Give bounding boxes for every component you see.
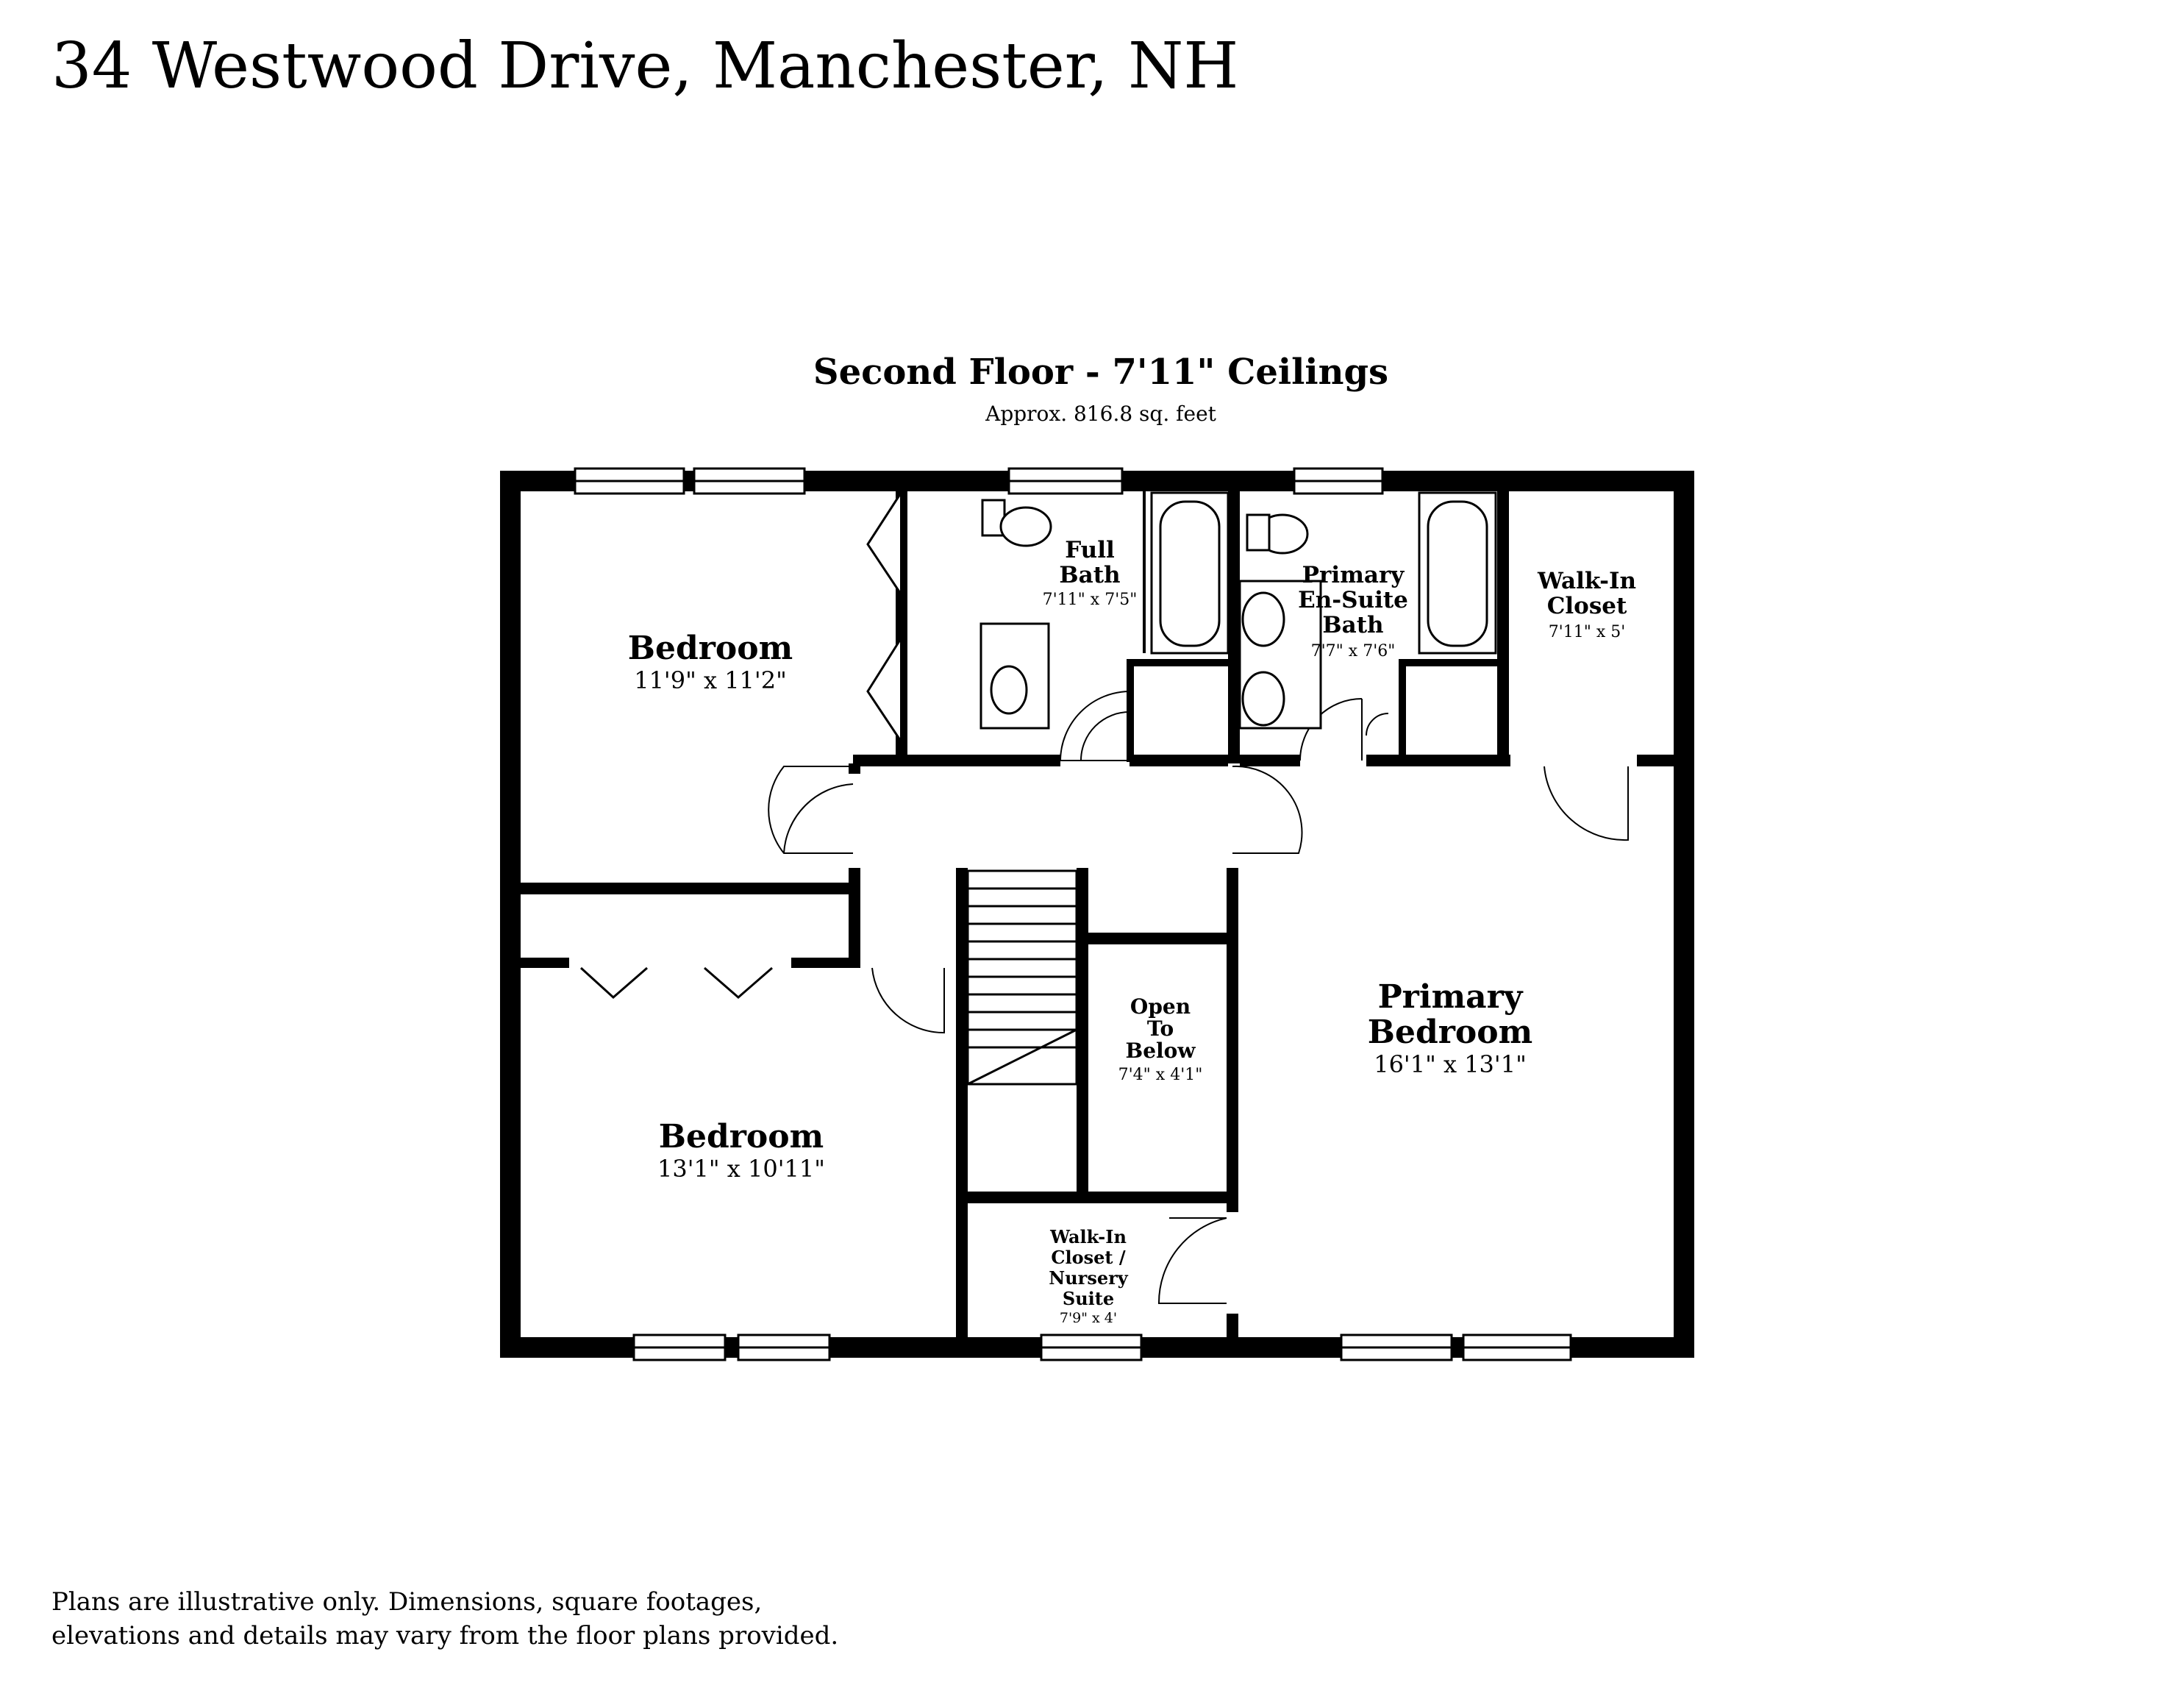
doors	[768, 690, 1629, 1304]
room-ensuite-dims: 7'7" x 7'6"	[1311, 642, 1396, 660]
room-nursery-name-1: Walk-In	[1049, 1226, 1127, 1247]
room-ensuite-name-1: Primary	[1302, 562, 1405, 588]
room-primary-bedroom-dims: 16'1" x 13'1"	[1374, 1050, 1527, 1078]
bifold-doors	[579, 494, 902, 1000]
room-full-bath-name-2: Bath	[1059, 562, 1120, 588]
room-open-below-name-3: Below	[1126, 1039, 1196, 1063]
staircase	[966, 869, 1078, 1086]
room-full-bath-dims: 7'11" x 7'5"	[1043, 591, 1138, 609]
room-ensuite-name-2: En-Suite	[1298, 587, 1408, 613]
room-full-bath-name-1: Full	[1065, 537, 1115, 563]
disclaimer: Plans are illustrative only. Dimensions,…	[51, 1585, 934, 1653]
room-walkin-dims: 7'11" x 5'	[1549, 623, 1626, 641]
disclaimer-line-1: Plans are illustrative only. Dimensions,…	[51, 1587, 763, 1617]
disclaimer-line-2: elevations and details may vary from the…	[51, 1621, 839, 1650]
room-walkin-name-1: Walk-In	[1537, 568, 1636, 594]
room-ensuite-name-3: Bath	[1322, 612, 1383, 638]
floor-area: Approx. 816.8 sq. feet	[985, 402, 1216, 426]
room-primary-bedroom-name-1: Primary	[1378, 978, 1524, 1016]
room-walkin-name-2: Closet	[1547, 593, 1627, 619]
room-open-below-dims: 7'4" x 4'1"	[1118, 1066, 1203, 1084]
floor-title: Second Floor - 7'11" Ceilings	[813, 352, 1389, 393]
room-open-below-name-1: Open	[1130, 994, 1191, 1019]
fixtures	[979, 491, 1497, 730]
room-bedroom-bottom-name: Bedroom	[659, 1118, 824, 1155]
room-nursery-name-3: Nursery	[1049, 1267, 1128, 1289]
room-primary-bedroom-name-2: Bedroom	[1368, 1014, 1532, 1051]
room-nursery-name-4: Suite	[1063, 1288, 1114, 1309]
room-bedroom-top-dims: 11'9" x 11'2"	[634, 666, 787, 694]
room-nursery-name-2: Closet /	[1051, 1247, 1125, 1268]
room-bedroom-top-name: Bedroom	[628, 630, 793, 667]
property-address: 34 Westwood Drive, Manchester, NH	[51, 29, 1239, 103]
windows	[574, 467, 1572, 1361]
room-labels: Bedroom 11'9" x 11'2" Full Bath 7'11" x …	[628, 537, 1636, 1326]
room-open-below-name-2: To	[1147, 1016, 1174, 1041]
room-bedroom-bottom-dims: 13'1" x 10'11"	[657, 1155, 825, 1183]
room-nursery-dims: 7'9" x 4'	[1060, 1310, 1117, 1326]
interior-walls	[521, 491, 1674, 1337]
